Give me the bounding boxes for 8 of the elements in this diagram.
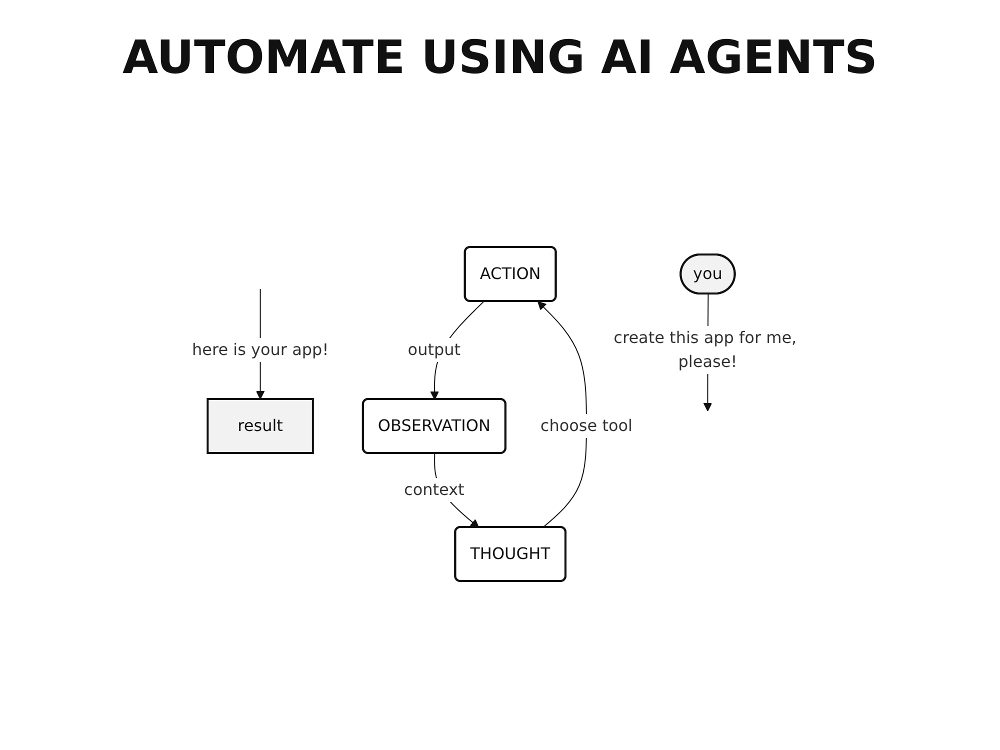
diagram-title: AUTOMATE USING AI AGENTS — [121, 30, 879, 84]
edge-label: output — [408, 340, 461, 359]
edge-label: here is your app! — [192, 340, 329, 359]
arrow — [538, 301, 588, 528]
edge-label: create this app for me, please! — [614, 328, 797, 371]
edge-label: context — [404, 480, 464, 499]
edge-label: choose tool — [540, 416, 633, 435]
node-box: result — [206, 398, 314, 454]
